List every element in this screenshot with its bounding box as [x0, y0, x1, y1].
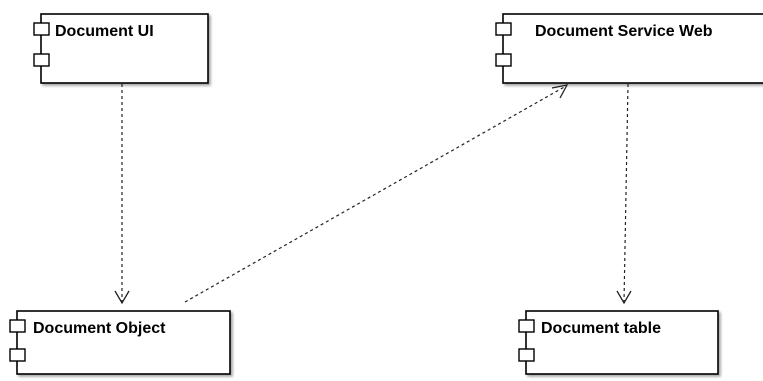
component-label: Document UI	[55, 23, 154, 40]
open-arrowhead-icon	[616, 290, 632, 305]
component-label: Document Service Web	[535, 23, 713, 40]
component-box	[502, 13, 763, 84]
component-box	[40, 13, 209, 84]
dependency-arrow-ui-to-object[interactable]	[114, 84, 130, 305]
component-document-service-web[interactable]: Document Service Web	[495, 13, 763, 84]
component-port-top	[495, 22, 512, 36]
component-port-bottom	[518, 348, 535, 362]
open-arrowhead-icon	[551, 84, 569, 99]
component-port-bottom	[495, 53, 512, 67]
component-port-top	[33, 22, 50, 36]
component-port-bottom	[33, 53, 50, 67]
dependency-arrow-service-to-table[interactable]	[616, 83, 632, 305]
component-label: Document table	[541, 320, 661, 337]
component-box	[525, 310, 719, 375]
dependency-line	[184, 85, 567, 303]
component-port-bottom	[9, 348, 26, 362]
component-port-top	[9, 319, 26, 333]
component-box	[16, 310, 231, 375]
component-document-ui[interactable]: Document UI	[33, 13, 209, 84]
component-port-top	[518, 319, 535, 333]
component-label: Document Object	[33, 320, 166, 337]
component-document-table[interactable]: Document table	[518, 310, 719, 375]
component-document-object[interactable]: Document Object	[9, 310, 231, 375]
dependency-line	[623, 83, 629, 303]
dependency-arrow-object-to-service[interactable]	[184, 84, 569, 303]
open-arrowhead-icon	[114, 290, 130, 305]
